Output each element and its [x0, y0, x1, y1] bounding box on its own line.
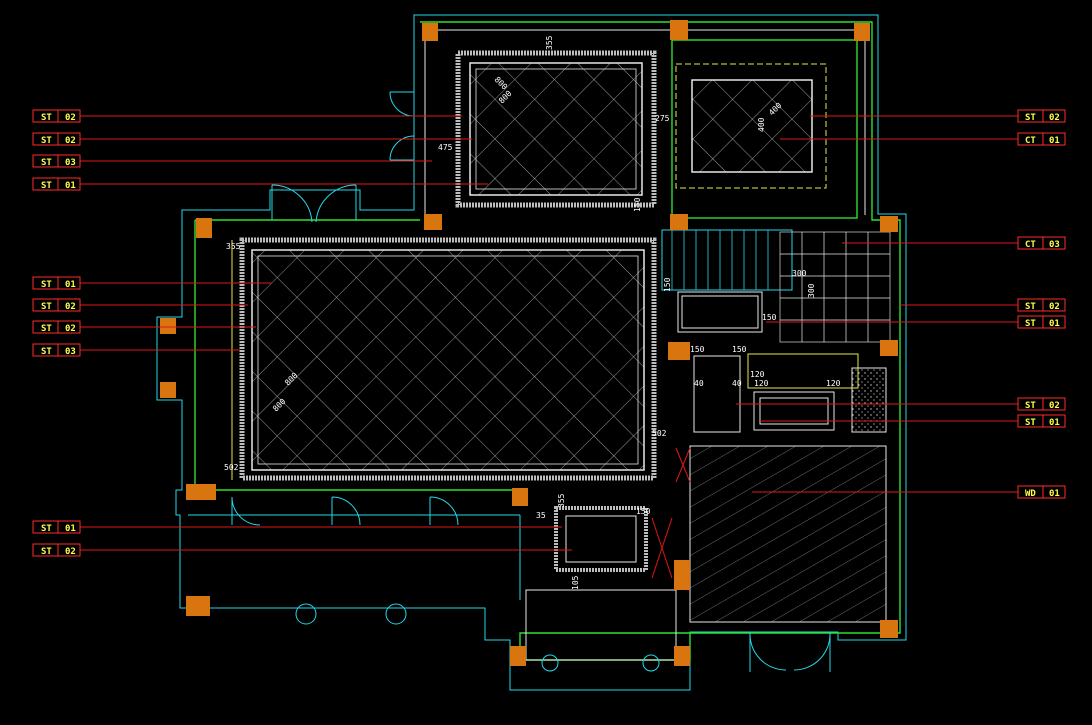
- material-tag: ST 01: [1017, 414, 1066, 428]
- svg-text:475: 475: [438, 143, 453, 152]
- svg-text:ST: ST: [1025, 401, 1036, 411]
- material-tag: ST 03: [32, 154, 81, 168]
- svg-text:40: 40: [732, 379, 742, 388]
- svg-text:03: 03: [65, 158, 76, 168]
- svg-text:03: 03: [1049, 240, 1060, 250]
- svg-text:355: 355: [545, 35, 554, 50]
- room-top-right: [671, 39, 858, 219]
- material-tag: ST 02: [32, 543, 81, 557]
- svg-text:ST: ST: [41, 302, 52, 312]
- material-tag: ST 02: [32, 132, 81, 146]
- room-small-lower: [693, 353, 887, 433]
- doors: [231, 91, 831, 672]
- material-tag: ST 02: [32, 109, 81, 123]
- svg-text:150: 150: [663, 277, 672, 292]
- room-small-bottom: [525, 506, 677, 661]
- svg-text:02: 02: [1049, 113, 1060, 123]
- structural-columns: [160, 20, 898, 666]
- room-top-left: [455, 50, 657, 208]
- svg-text:01: 01: [65, 181, 76, 191]
- svg-text:120: 120: [826, 379, 841, 388]
- svg-text:300: 300: [807, 283, 816, 298]
- svg-text:ST: ST: [41, 181, 52, 191]
- leader-lines: [80, 115, 1018, 551]
- svg-text:02: 02: [65, 113, 76, 123]
- svg-text:120: 120: [750, 370, 765, 379]
- material-tag: CT 01: [1017, 132, 1066, 146]
- svg-text:ST: ST: [41, 324, 52, 334]
- svg-text:02: 02: [65, 324, 76, 334]
- svg-text:ST: ST: [41, 136, 52, 146]
- svg-text:ST: ST: [41, 547, 52, 557]
- svg-text:105: 105: [571, 575, 580, 590]
- svg-text:ST: ST: [41, 347, 52, 357]
- material-tag: ST 01: [1017, 315, 1066, 329]
- svg-text:ST: ST: [1025, 302, 1036, 312]
- svg-text:ST: ST: [41, 158, 52, 168]
- room-tile-grid: [779, 231, 891, 343]
- material-tag: ST 02: [1017, 109, 1066, 123]
- svg-text:150: 150: [690, 345, 705, 354]
- svg-text:150: 150: [633, 197, 642, 212]
- svg-text:01: 01: [65, 524, 76, 534]
- svg-text:02: 02: [1049, 401, 1060, 411]
- svg-text:01: 01: [1049, 319, 1060, 329]
- material-tag: ST 02: [32, 320, 81, 334]
- svg-text:WD: WD: [1025, 489, 1036, 499]
- svg-text:400: 400: [757, 117, 766, 132]
- material-tag: ST 02: [32, 298, 81, 312]
- svg-text:120: 120: [754, 379, 769, 388]
- svg-text:01: 01: [1049, 418, 1060, 428]
- svg-text:CT: CT: [1025, 240, 1036, 250]
- svg-text:ST: ST: [41, 524, 52, 534]
- material-tag: ST 02: [1017, 397, 1066, 411]
- svg-text:01: 01: [1049, 136, 1060, 146]
- svg-text:40: 40: [694, 379, 704, 388]
- svg-text:ST: ST: [41, 280, 52, 290]
- material-tag: WD 01: [1017, 485, 1066, 499]
- svg-text:02: 02: [65, 136, 76, 146]
- material-tag: ST 01: [32, 177, 81, 191]
- svg-text:150: 150: [732, 345, 747, 354]
- svg-text:01: 01: [65, 280, 76, 290]
- svg-text:03: 03: [65, 347, 76, 357]
- svg-text:ST: ST: [1025, 418, 1036, 428]
- svg-text:CT: CT: [1025, 136, 1036, 146]
- room-small-upper: [677, 291, 763, 333]
- material-tag: CT 03: [1017, 236, 1066, 250]
- material-tag: ST 03: [32, 343, 81, 357]
- svg-text:275: 275: [655, 114, 670, 123]
- svg-text:02: 02: [65, 302, 76, 312]
- svg-text:502: 502: [224, 463, 239, 472]
- room-living: [231, 237, 657, 481]
- svg-text:01: 01: [1049, 489, 1060, 499]
- svg-text:02: 02: [1049, 302, 1060, 312]
- svg-text:355: 355: [557, 493, 566, 508]
- svg-text:ST: ST: [41, 113, 52, 123]
- svg-text:ST: ST: [1025, 319, 1036, 329]
- material-tag: ST 01: [32, 276, 81, 290]
- svg-text:ST: ST: [1025, 113, 1036, 123]
- svg-text:35: 35: [536, 511, 546, 520]
- material-tag: ST 01: [32, 520, 81, 534]
- right-material-tags: ST 02 CT 01 CT 03 ST 02 ST 01 ST 02 ST 01 WD 01: [1017, 109, 1066, 499]
- room-wood-floor: [675, 445, 887, 623]
- material-tag: ST 02: [1017, 298, 1066, 312]
- svg-text:355: 355: [226, 242, 241, 251]
- svg-text:02: 02: [65, 547, 76, 557]
- svg-text:150: 150: [762, 313, 777, 322]
- svg-text:502: 502: [652, 429, 667, 438]
- svg-text:300: 300: [792, 269, 807, 278]
- stair: [661, 229, 793, 291]
- svg-text:150: 150: [636, 507, 651, 516]
